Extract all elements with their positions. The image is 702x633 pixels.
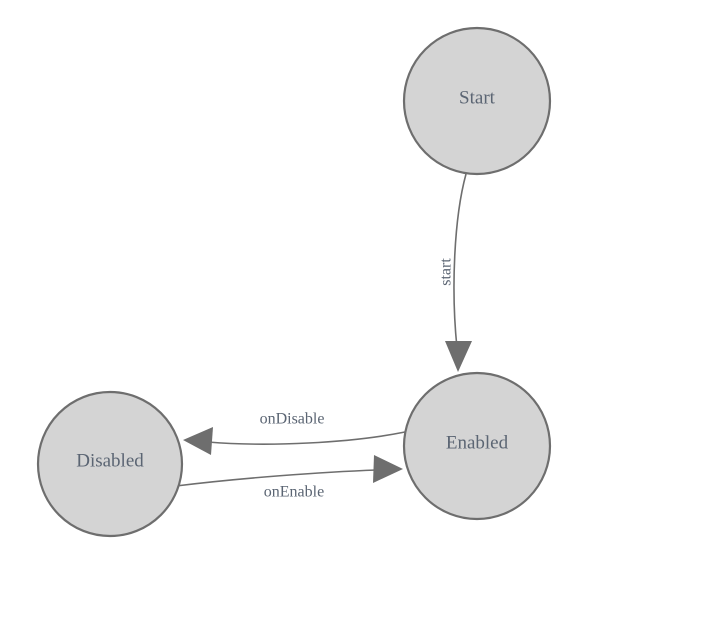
node-enabled[interactable]: Enabled xyxy=(402,371,552,521)
edge-disabled-to-enabled[interactable]: onEnable xyxy=(175,455,403,501)
node-start[interactable]: Start xyxy=(402,26,552,176)
edge-start-to-enabled-label: start xyxy=(438,258,455,286)
node-start-circle xyxy=(402,26,552,176)
edge-enabled-to-disabled-label: onDisable xyxy=(260,411,325,428)
edge-disabled-to-enabled-label: onEnable xyxy=(264,484,324,501)
edge-enabled-to-disabled[interactable]: onDisable xyxy=(183,411,406,455)
node-disabled-circle xyxy=(36,390,184,538)
node-enabled-label: Enabled xyxy=(446,432,509,453)
node-disabled-label: Disabled xyxy=(76,450,144,471)
edge-start-to-enabled[interactable]: start xyxy=(438,173,472,372)
edge-start-to-enabled-arrowhead xyxy=(445,341,472,372)
edge-start-to-enabled-path xyxy=(453,173,467,349)
edge-disabled-to-enabled-path xyxy=(175,469,378,487)
edge-enabled-to-disabled-arrowhead xyxy=(183,427,213,455)
node-start-label: Start xyxy=(459,87,496,108)
node-enabled-circle xyxy=(402,371,552,521)
edge-disabled-to-enabled-arrowhead xyxy=(373,455,403,483)
edge-enabled-to-disabled-path xyxy=(207,431,406,445)
node-disabled[interactable]: Disabled xyxy=(36,390,184,538)
